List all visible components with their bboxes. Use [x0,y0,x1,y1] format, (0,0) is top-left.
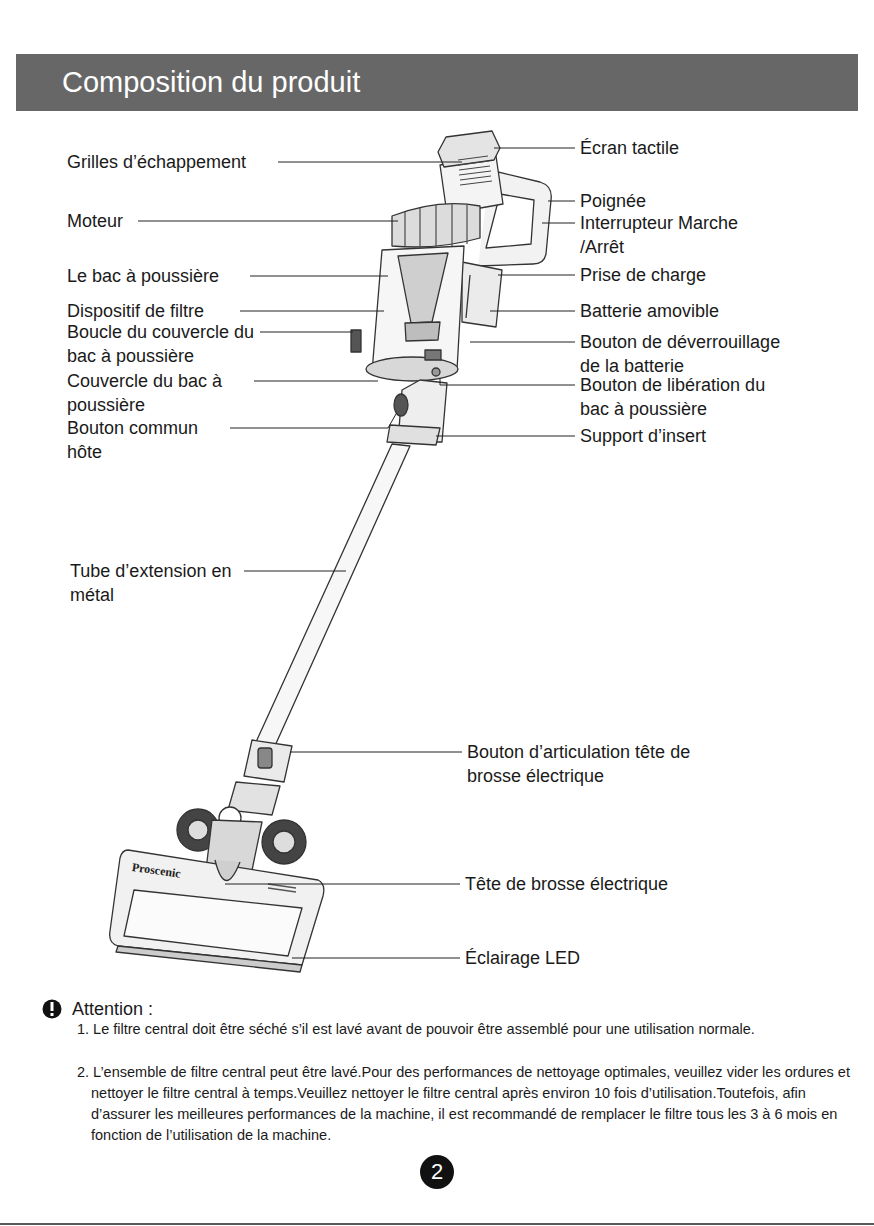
part-label: Tête de brosse électrique [465,872,668,896]
note-text: 2. L’ensemble de filtre central peut êtr… [77,1062,861,1146]
page-number: 2 [431,1160,443,1184]
part-label: Bouton commun hôte [67,416,237,464]
part-label: Support d’insert [580,424,706,448]
part-label: Bouton d’articulation tête de brosse éle… [467,740,747,788]
part-label: Couvercle du bac à poussière [67,369,257,417]
part-label: Grilles d’échappement [67,150,246,174]
part-label: Interrupteur Marche /Arrêt [580,211,780,259]
part-label: Éclairage LED [465,946,580,970]
part-label: Prise de charge [580,263,706,287]
part-label: Boucle du couvercle du bac à poussière [67,320,265,368]
warning-icon [43,1000,62,1019]
bottom-rule [0,1223,874,1225]
page-number-badge: 2 [420,1155,454,1189]
part-label: Le bac à poussière [67,264,219,288]
title-banner [16,54,858,111]
page-title: Composition du produit [62,64,360,100]
part-label: Dispositif de filtre [67,299,204,323]
vacuum-drawing [110,131,552,972]
part-label: Poignée [580,189,646,213]
note-text: 1. Le filtre central doit être séché s’i… [77,1019,861,1040]
note-heading: Attention : [72,997,153,1021]
part-label: Moteur [67,209,123,233]
part-label: Écran tactile [580,136,679,160]
part-label: Batterie amovible [580,299,719,323]
part-label: Bouton de déverrouillage de la batterie [580,330,804,378]
part-label: Bouton de libération du bac à poussière [580,373,772,421]
part-label: Tube d’extension en métal [70,559,235,607]
